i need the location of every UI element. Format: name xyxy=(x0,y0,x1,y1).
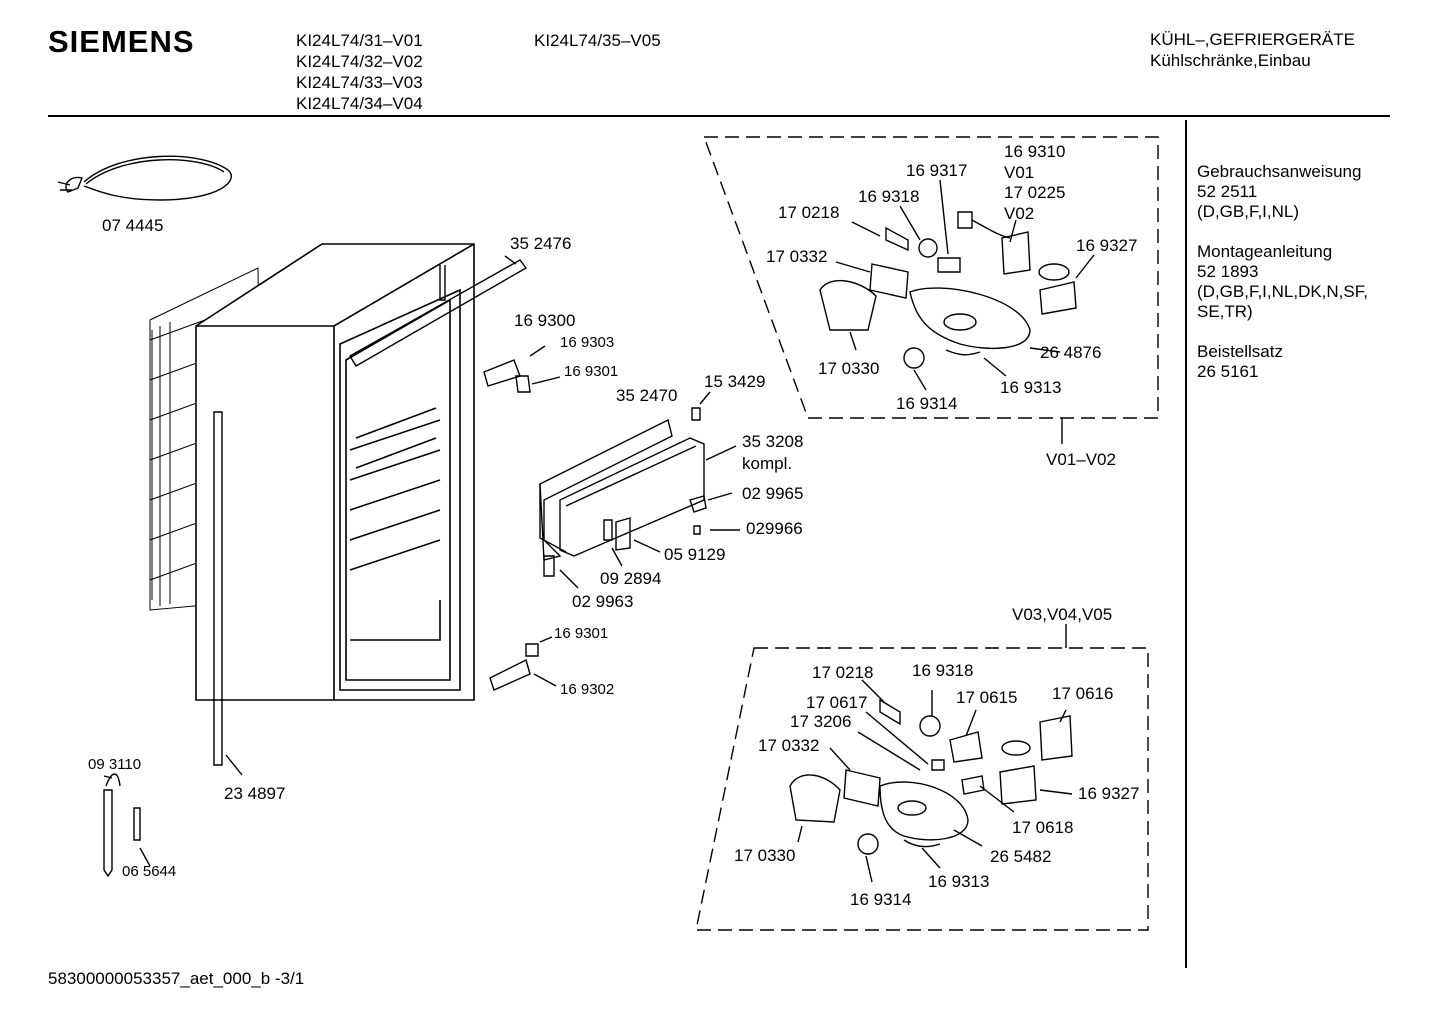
part-label: 02 9963 xyxy=(572,592,634,611)
top-box-parts xyxy=(819,179,1095,391)
part-label: 17 0617 xyxy=(806,693,868,712)
part-label: 17 0332 xyxy=(758,736,820,755)
part-label: 17 0618 xyxy=(1012,818,1074,837)
model-number: KI24L74/34–V04 xyxy=(296,94,423,113)
part-label: 35 2476 xyxy=(510,234,572,253)
power-cable-part xyxy=(57,155,233,201)
part-label: 26 5482 xyxy=(990,847,1052,866)
part-label: 09 3110 xyxy=(88,756,142,773)
model-number: KI24L74/32–V02 xyxy=(296,52,423,71)
part-label: 23 4897 xyxy=(224,784,286,803)
part-label: 17 0218 xyxy=(778,203,840,222)
model-number: KI24L74/31–V01 xyxy=(296,31,423,50)
doc-group-line: (D,GB,F,I,NL,DK,N,SF, xyxy=(1197,282,1368,301)
part-label: 16 9314 xyxy=(850,890,912,909)
variant-label: V01 xyxy=(1004,163,1035,182)
doc-group-kit: Beistellsatz 26 5161 xyxy=(1197,342,1283,382)
part-label: 17 0218 xyxy=(812,663,874,682)
part-label: 17 0330 xyxy=(818,359,880,378)
variant-box-title: V03,V04,V05 xyxy=(1012,605,1113,624)
part-label: 17 0615 xyxy=(956,688,1018,707)
bottom-box-parts xyxy=(789,679,1073,883)
part-label: 16 9301 xyxy=(564,363,619,380)
part-label: 16 9301 xyxy=(554,625,609,642)
doc-group-line: SE,TR) xyxy=(1197,302,1253,321)
hinge-bottom-part xyxy=(489,636,557,691)
top-variant-box xyxy=(702,136,1159,419)
model-number: KI24L74/35–V05 xyxy=(534,31,661,50)
part-label: 16 9313 xyxy=(1000,378,1062,397)
part-label: 35 3208 xyxy=(742,432,804,451)
doc-group-mounting: Montageanleitung 52 1893 (D,GB,F,I,NL,DK… xyxy=(1197,242,1368,322)
siemens-logo: SIEMENS xyxy=(48,24,195,59)
part-label: 17 0616 xyxy=(1052,684,1114,703)
model-number: KI24L74/33–V03 xyxy=(296,73,423,92)
doc-group-title: Gebrauchsanweisung xyxy=(1197,162,1362,181)
variant-label: V02 xyxy=(1004,204,1035,223)
door-part xyxy=(539,418,737,561)
doc-group-title: Beistellsatz xyxy=(1197,342,1283,361)
sensor-part xyxy=(103,773,151,878)
part-label: 16 9310 xyxy=(1004,142,1066,161)
part-label: 35 2470 xyxy=(616,386,678,405)
category-block: KÜHL–,GEFRIERGERÄTE Kühlschränke,Einbau xyxy=(1150,29,1355,71)
part-label: 07 4445 xyxy=(102,216,164,235)
part-label: kompl. xyxy=(742,454,793,473)
door-small-parts xyxy=(543,391,740,589)
part-label: 16 9313 xyxy=(928,872,990,891)
part-label: 16 9314 xyxy=(896,394,958,413)
hinge-top-part xyxy=(483,345,561,393)
part-label: 06 5644 xyxy=(122,863,177,880)
document-id: 58300000053357_aet_000_b -3/1 xyxy=(48,969,305,988)
part-label: 09 2894 xyxy=(600,569,662,588)
part-label: 26 4876 xyxy=(1040,343,1102,362)
doc-group-line: 52 1893 xyxy=(1197,262,1259,281)
part-label: 02 9965 xyxy=(742,484,804,503)
part-label: 17 0225 xyxy=(1004,183,1066,202)
part-label: 16 9327 xyxy=(1078,784,1140,803)
fridge-body xyxy=(195,243,475,701)
part-label: 17 3206 xyxy=(790,712,852,731)
part-label: 16 9327 xyxy=(1076,236,1138,255)
part-label: 17 0332 xyxy=(766,247,828,266)
part-label: 15 3429 xyxy=(704,372,766,391)
part-label: 16 9317 xyxy=(906,161,968,180)
part-label: 16 9303 xyxy=(560,334,615,351)
seal-strip-part xyxy=(213,411,223,766)
variant-box-title: V01–V02 xyxy=(1046,450,1116,469)
model-list-2: KI24L74/35–V05 xyxy=(534,30,661,51)
part-label: 029966 xyxy=(746,519,803,538)
part-label: 16 9300 xyxy=(514,311,576,330)
category-subtitle: Kühlschränke,Einbau xyxy=(1150,51,1311,70)
top-rail-part xyxy=(349,255,528,367)
bottom-variant-box xyxy=(695,647,1149,931)
part-label: 05 9129 xyxy=(664,545,726,564)
doc-group-line: 26 5161 xyxy=(1197,362,1259,381)
part-label: 16 9318 xyxy=(912,661,974,680)
part-label: 17 0330 xyxy=(734,846,796,865)
doc-group-manual: Gebrauchsanweisung 52 2511 (D,GB,F,I,NL) xyxy=(1197,162,1361,222)
model-list-1: KI24L74/31–V01 KI24L74/32–V02 KI24L74/33… xyxy=(296,30,423,114)
part-label: 16 9318 xyxy=(858,187,920,206)
part-label: 16 9302 xyxy=(560,681,615,698)
doc-group-line: (D,GB,F,I,NL) xyxy=(1197,202,1300,221)
doc-group-line: 52 2511 xyxy=(1197,182,1258,201)
category-title: KÜHL–,GEFRIERGERÄTE xyxy=(1150,30,1355,49)
doc-group-title: Montageanleitung xyxy=(1197,242,1333,261)
